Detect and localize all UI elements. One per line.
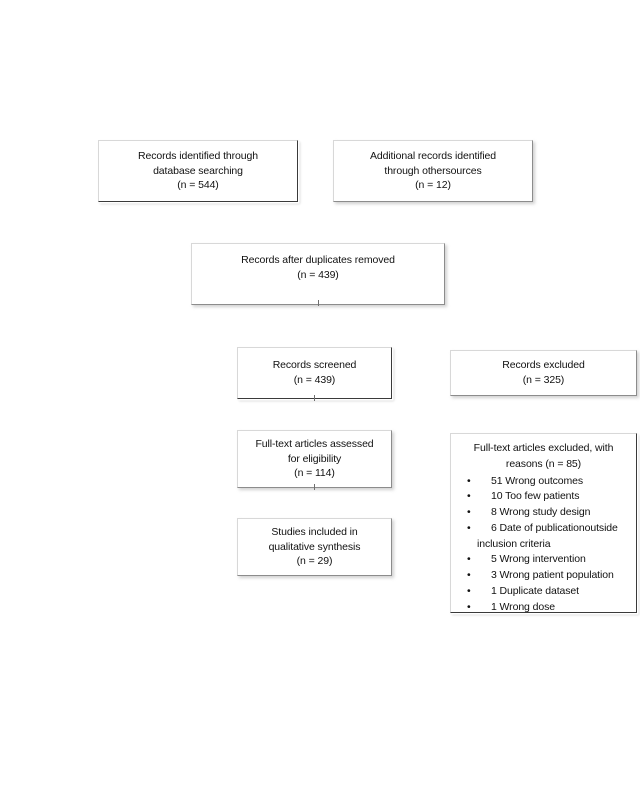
bullet-icon: •: [467, 474, 471, 487]
list-item: • 6 Date of publicationoutside inclusion…: [457, 521, 630, 553]
list-item: • 51 Wrong outcomes: [457, 474, 630, 490]
box-records-after-duplicates: Records after duplicates removed (n = 43…: [191, 243, 445, 305]
bullet-icon: •: [467, 553, 471, 566]
list-item: • 8 Wrong study design: [457, 505, 630, 521]
bullet-icon: •: [467, 506, 471, 518]
bullet-icon: •: [467, 490, 471, 503]
box-fulltext-assessed: Full-text articles assessed for eligibil…: [237, 430, 392, 488]
box-fulltext-excluded-reasons: Full-text articles excluded, with reason…: [450, 433, 637, 613]
exclusion-reasons-list: • 51 Wrong outcomes • 10 Too few patient…: [457, 474, 630, 616]
list-item-text: 1 Wrong dose: [491, 600, 555, 613]
list-item-text: 8 Wrong study design: [491, 506, 591, 518]
box-line: Records identified through: [138, 149, 258, 162]
list-item-text: 1 Duplicate dataset: [491, 584, 579, 597]
connector-stub: [314, 484, 315, 490]
bullet-icon: •: [467, 569, 471, 581]
connector-stub: [314, 395, 315, 401]
list-item: • 10 Too few patients: [457, 489, 630, 505]
box-line: qualitative synthesis: [268, 540, 361, 553]
box-line: (n = 544): [177, 179, 219, 192]
list-item: • 1 Wrong dose: [457, 600, 630, 616]
list-item: • 3 Wrong patient population: [457, 568, 630, 584]
exclusion-reasons-heading: Full-text articles excluded, with reason…: [459, 441, 628, 473]
box-records-excluded: Records excluded (n = 325): [450, 350, 637, 396]
box-line: (n = 114): [294, 467, 335, 480]
heading-line: Full-text articles excluded, with: [473, 442, 614, 454]
list-item-text: 6 Date of publicationoutside: [491, 521, 618, 534]
box-records-screened: Records screened (n = 439): [237, 347, 392, 399]
box-line: (n = 12): [415, 179, 451, 192]
list-item-text: 51 Wrong outcomes: [491, 474, 584, 487]
box-line: (n = 325): [522, 374, 565, 386]
list-item-text: 10 Too few patients: [491, 490, 580, 503]
box-line: (n = 439): [297, 268, 339, 281]
box-studies-included: Studies included in qualitative synthesi…: [237, 518, 392, 576]
box-line: Additional records identified: [369, 149, 497, 162]
box-line: (n = 439): [293, 374, 336, 386]
bullet-icon: •: [467, 584, 471, 597]
box-line: Studies included in: [271, 525, 358, 538]
list-item-continuation: inclusion criteria: [477, 537, 551, 550]
box-line: database searching: [153, 164, 243, 177]
bullet-icon: •: [467, 600, 471, 613]
box-line: (n = 29): [296, 555, 333, 568]
box-line: Records after duplicates removed: [241, 254, 395, 266]
list-item-text: 5 Wrong intervention: [491, 553, 586, 566]
box-line: Records screened: [272, 359, 357, 372]
box-line: for eligibility: [287, 452, 342, 465]
list-item-text: 3 Wrong patient population: [491, 569, 614, 581]
box-line: Full-text articles assessed: [255, 437, 374, 450]
box-records-identified-other: Additional records identified through ot…: [333, 140, 533, 202]
heading-line: reasons (n = 85): [505, 457, 582, 470]
list-item: • 1 Duplicate dataset: [457, 584, 630, 600]
bullet-icon: •: [467, 521, 471, 534]
box-line: through othersources: [384, 164, 482, 177]
connector-stub: [318, 300, 319, 306]
box-line: Records excluded: [502, 359, 585, 372]
list-item: • 5 Wrong intervention: [457, 552, 630, 568]
box-records-identified-database: Records identified through database sear…: [98, 140, 298, 202]
